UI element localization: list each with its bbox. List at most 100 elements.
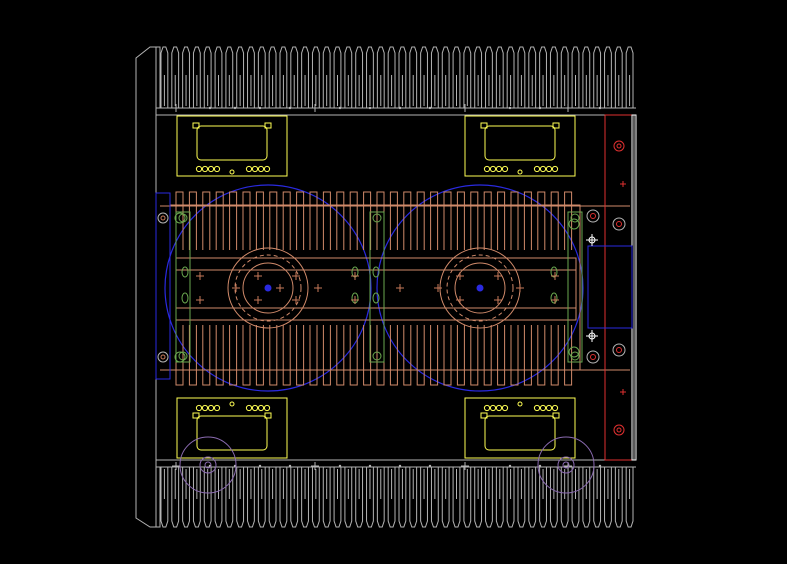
inner-fin-top xyxy=(269,191,278,250)
heatsink-fin xyxy=(301,46,309,108)
heatsink-fin xyxy=(279,46,288,108)
heatsink-fin xyxy=(182,467,190,528)
heatsink-fin xyxy=(192,467,201,528)
inner-fin-bottom xyxy=(510,325,519,386)
inner-fin-top xyxy=(456,191,465,250)
inner-fin-top xyxy=(389,191,398,250)
inner-fin-bottom xyxy=(470,325,479,386)
inner-fin-top xyxy=(523,191,532,250)
heatsink-fin xyxy=(506,46,515,108)
mount-hole-icon xyxy=(338,464,342,468)
pcb-hole xyxy=(545,165,553,173)
inner-fin-bottom xyxy=(282,325,291,386)
terminal-icon xyxy=(160,215,166,221)
heatsink-fin xyxy=(539,467,547,528)
pcb-hole xyxy=(245,404,253,412)
pcb-pad xyxy=(264,412,272,419)
heatsink-fin xyxy=(376,467,385,528)
pcb-hole xyxy=(201,404,209,412)
speaker-binding-post xyxy=(612,217,626,231)
pcb-hole xyxy=(539,404,547,412)
pcb-hole xyxy=(495,165,503,173)
inner-fin-top xyxy=(229,191,238,250)
speaker-binding-post-core xyxy=(590,213,596,219)
heatsink-fin xyxy=(203,46,212,108)
inner-fin-top xyxy=(470,191,479,250)
foot-ring-core xyxy=(562,461,570,469)
heatsink-fin xyxy=(236,46,245,108)
inner-fin-top xyxy=(550,191,559,250)
mount-hole-icon xyxy=(508,464,512,468)
inner-fin-top xyxy=(188,191,197,250)
toroidal-transformers xyxy=(164,184,584,392)
inner-fin-top xyxy=(564,191,573,250)
transformer-core-inner xyxy=(234,254,302,322)
heatsink-fin xyxy=(225,467,234,528)
inner-fin-bottom xyxy=(443,325,452,386)
pcb-hole xyxy=(207,404,215,412)
heatsink-fin xyxy=(430,467,439,528)
side-bracket xyxy=(175,211,191,363)
pcb-hole xyxy=(551,404,559,412)
heatsink-fin xyxy=(485,467,493,528)
foot-ring xyxy=(179,436,237,494)
heatsink-fin xyxy=(236,467,245,528)
heatsink-fin xyxy=(366,467,374,528)
mount-hole-icon xyxy=(538,106,542,110)
transformer-bolt xyxy=(476,284,484,292)
pcb-hole xyxy=(263,404,271,412)
mount-hole-icon xyxy=(368,464,372,468)
inner-fin-top xyxy=(497,191,506,250)
heatsink-fin xyxy=(322,46,331,108)
side-bracket xyxy=(567,211,583,363)
terminal-icon xyxy=(588,332,596,340)
pcb-hole xyxy=(213,165,221,173)
heatsink-fin xyxy=(604,46,612,108)
inner-fin-top xyxy=(376,191,385,250)
heatsink-fin xyxy=(290,467,299,528)
heatsink-fin xyxy=(593,467,602,528)
bracket-hole xyxy=(372,213,382,223)
pcb-hole xyxy=(517,169,523,175)
bracket-slot xyxy=(372,266,380,278)
pcb-window xyxy=(196,125,268,161)
heatsink-fin xyxy=(171,467,180,528)
heatsink-fin xyxy=(311,467,320,528)
inner-fin-bottom xyxy=(363,325,372,386)
inner-fin-top xyxy=(416,191,425,250)
mount-hole-icon xyxy=(368,106,372,110)
amplifier-boards xyxy=(176,115,576,459)
terminal-icon xyxy=(568,218,580,230)
heatsink-fin xyxy=(257,46,266,108)
left-front-panel xyxy=(135,46,157,528)
heatsink-fin xyxy=(355,467,364,528)
rear-panel xyxy=(586,114,637,461)
heatsink-fin xyxy=(409,46,418,108)
heatsink-fin xyxy=(539,46,547,108)
heatsink-fin xyxy=(528,46,537,108)
heatsink-fin xyxy=(528,467,537,528)
bracket-hole xyxy=(178,351,188,361)
heatsink-fin xyxy=(474,467,483,528)
inner-fin-top xyxy=(430,191,439,250)
inner-fin-bottom xyxy=(456,325,465,386)
heatsink-fin xyxy=(301,467,309,528)
pcb-board xyxy=(464,115,576,177)
pcb-pad xyxy=(192,412,200,419)
bracket-hole xyxy=(570,351,580,361)
heatsink-fin xyxy=(452,46,461,108)
heatsink-fin xyxy=(214,46,223,108)
heatsink-fin xyxy=(366,46,374,108)
inner-fin-top xyxy=(255,191,264,250)
transformer-washer xyxy=(454,262,506,314)
inner-fin-bottom xyxy=(416,325,425,386)
heatsink-fin xyxy=(517,46,526,108)
bracket-slot xyxy=(181,292,189,304)
heatsink-fin xyxy=(420,46,428,108)
inner-fin-bottom xyxy=(309,325,318,386)
bracket-hole xyxy=(372,351,382,361)
mount-hole-icon xyxy=(508,106,512,110)
pcb-pad xyxy=(480,412,488,419)
inner-fin-bottom xyxy=(389,325,398,386)
